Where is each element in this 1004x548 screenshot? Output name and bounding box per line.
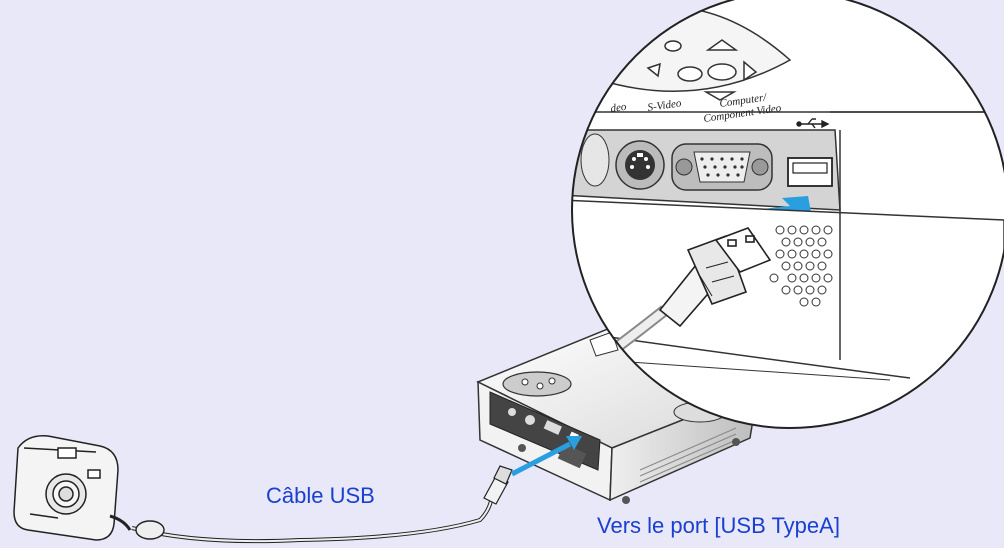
- video-port-label: deo: [610, 101, 628, 115]
- insertion-arrow-projector: [510, 441, 572, 477]
- s-video-port-label: S-Video: [647, 97, 683, 114]
- usb-symbol-icon: [796, 118, 830, 129]
- port-label: Vers le port [USB TypeA]: [597, 513, 840, 538]
- usb-plug-small: [483, 465, 513, 505]
- zoom-circle: deo S-Video Computer/ Component Video: [571, 0, 1004, 429]
- usb-cable: [131, 465, 513, 544]
- digital-camera: [13, 435, 132, 541]
- cable-label: Câble USB: [266, 483, 375, 508]
